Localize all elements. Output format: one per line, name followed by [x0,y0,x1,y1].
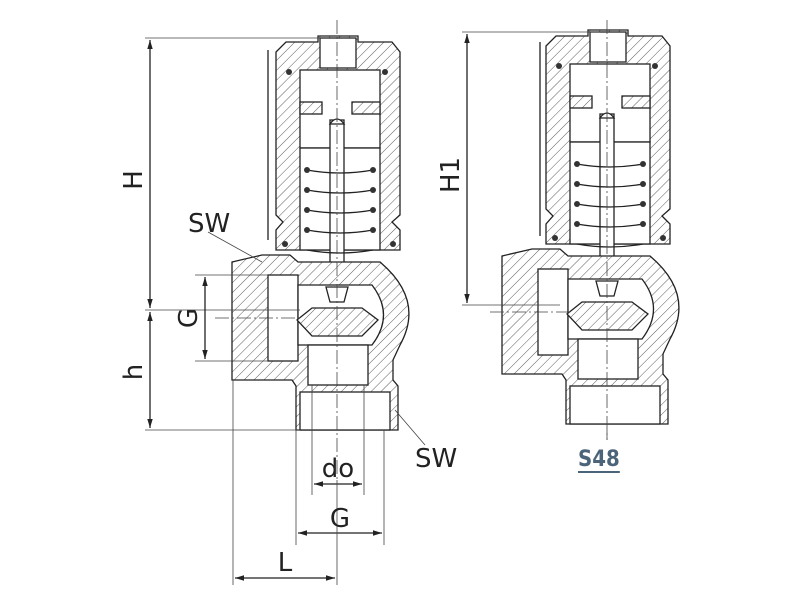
dim-SW-outlet: SW [415,444,457,474]
dim-G-inlet: G [174,308,204,328]
dim-H: H [119,170,149,190]
valve-section-right [501,29,680,425]
dim-h: h [119,364,149,380]
dim-do: do [322,454,354,484]
dim-L: L [278,548,293,578]
dimension-lines [145,31,608,585]
valve-section-left [231,35,410,431]
dim-G-outlet: G [330,504,350,534]
dim-H1: H1 [436,157,466,193]
dim-SW-body: SW [188,209,230,239]
model-s48-link[interactable]: S48 [578,447,620,472]
